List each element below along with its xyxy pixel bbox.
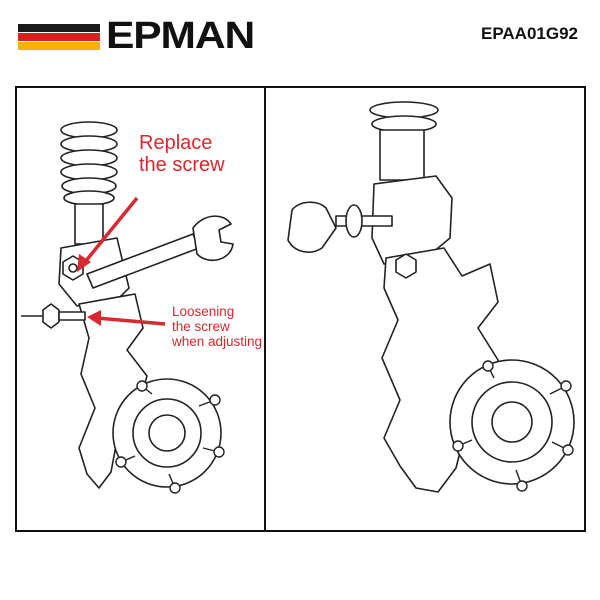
left-suspension-illustration xyxy=(21,121,234,494)
logo-stripe-black xyxy=(18,24,100,32)
logo-stripe-yellow xyxy=(18,42,100,50)
coil-spring-right xyxy=(369,101,439,133)
left-diagram-panel: Replace the screw Loosening the screw wh… xyxy=(15,86,266,532)
loosen-line1: Loosening xyxy=(172,304,235,319)
adjusting-screw-left xyxy=(58,311,86,321)
replace-screw-annotation: Replace the screw xyxy=(139,132,225,177)
loosen-line2: the screw xyxy=(172,319,230,335)
strut-bracket-right xyxy=(371,175,453,265)
loosen-line3: when adjusting xyxy=(172,334,263,350)
right-suspension-illustration xyxy=(287,101,575,493)
steering-knuckle-right xyxy=(381,247,499,493)
brand-logo: EPMAN xyxy=(18,15,288,57)
adjusting-bolt-right xyxy=(335,215,393,227)
product-code: EPAA01G92 xyxy=(480,24,578,43)
brand-name: EPMAN xyxy=(106,15,255,57)
red-arrows-left xyxy=(77,196,166,326)
replace-line2: the screw xyxy=(139,154,225,177)
coil-spring-left xyxy=(60,121,118,206)
right-diagram-panel xyxy=(264,86,586,532)
strut-tube-left xyxy=(74,203,104,245)
replace-line1: Replace xyxy=(139,132,213,154)
logo-stripe-red xyxy=(18,33,100,41)
hand-right xyxy=(287,201,337,253)
steering-knuckle-left xyxy=(78,293,148,489)
nut-left xyxy=(42,303,60,329)
loosen-screw-annotation: Loosening the screw when adjusting xyxy=(172,304,262,349)
strut-tube-right xyxy=(379,129,425,181)
bolt-head-right xyxy=(395,253,417,279)
